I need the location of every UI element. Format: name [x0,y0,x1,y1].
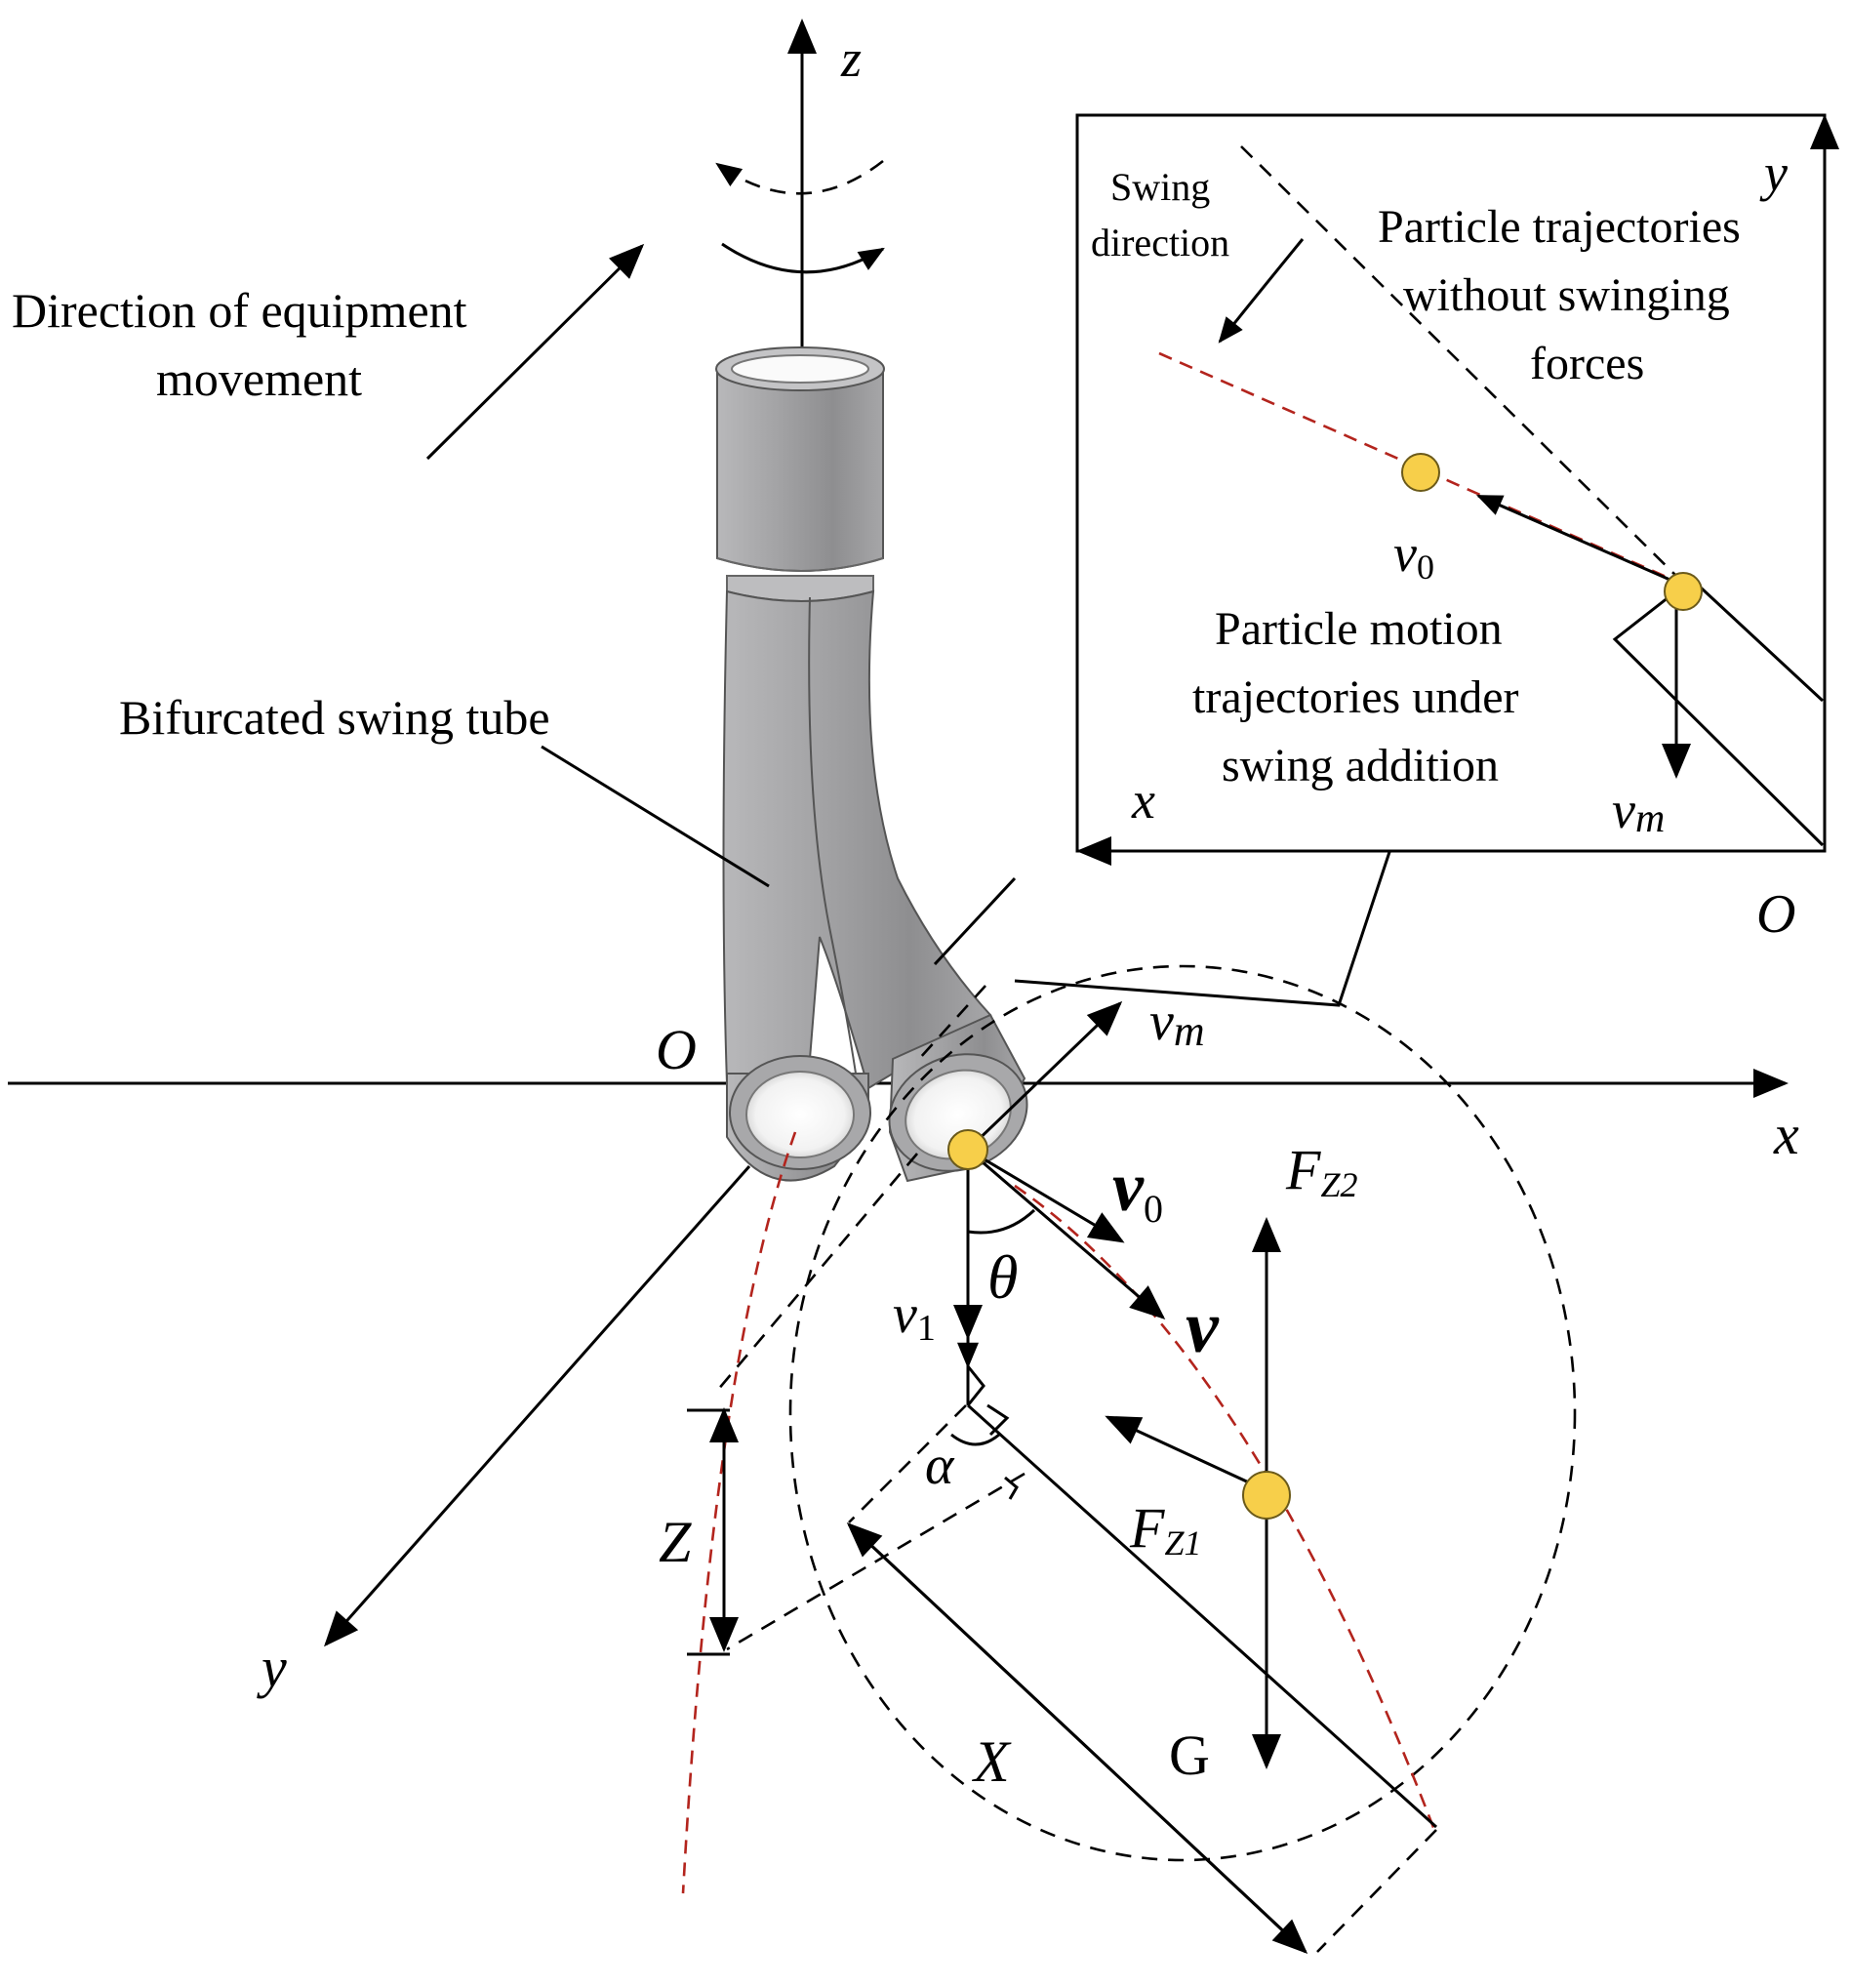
inset-panel [1075,113,1839,866]
vm-label: vm [1149,992,1205,1055]
theta-label: θ [987,1242,1018,1312]
bifurcated-swing-tube [715,346,1028,1183]
v-label: v [1186,1286,1220,1368]
particle-on-trajectory [1242,1471,1291,1520]
inset-y-label: y [1759,143,1788,202]
particle-at-outlet [947,1129,988,1170]
rotation-arrows [715,159,885,274]
motion-label-line1: Particle motion [1215,603,1503,655]
tube-leader-line [541,745,770,888]
left-trajectory [681,1131,797,1894]
movement-direction-arrow [425,243,645,461]
inset-particle-moving [1401,453,1440,492]
inset-v0-label: v0 [1393,524,1434,587]
geometry-lines [687,1152,1438,1955]
construction-lines [716,985,1437,1953]
swing-direction-line1: Swing [1110,165,1210,209]
force-arrows [1105,1217,1281,1769]
fz2-label: FZ2 [1285,1138,1357,1204]
z-axis-label: z [840,29,862,88]
motion-label-line3: swing addition [1222,740,1499,791]
right-trajectory [1014,1184,1436,1831]
movement-label-line1: Direction of equipment [12,283,467,338]
movement-label-line2: movement [156,351,362,406]
inset-particle-start [1664,572,1703,611]
fz1-label: FZ1 [1129,1496,1201,1562]
inset-origin-label: O [1756,884,1795,945]
no-swing-label-line3: forces [1530,338,1644,389]
inset-vm-label: vm [1612,781,1665,841]
alpha-label: α [925,1436,955,1496]
motion-label-line2: trajectories under [1192,671,1519,723]
no-swing-label-line2: without swinging [1403,269,1730,321]
tube-label: Bifurcated swing tube [119,690,550,745]
z-dimension-label: Z [659,1510,692,1574]
x-axis-label: x [1773,1103,1799,1166]
swing-envelope-circle [788,964,1577,1862]
x-dimension-label: X [972,1729,1012,1794]
v1-label: v1 [893,1284,936,1349]
no-swing-label-line1: Particle trajectories [1378,201,1741,253]
gravity-label: G [1169,1724,1210,1787]
tube-tick-line [933,876,1017,966]
y-axis-label: y [257,1636,287,1699]
y-axis [324,1165,751,1647]
swing-direction-line2: direction [1091,221,1229,264]
v0-label: v0 [1112,1148,1163,1231]
origin-label: O [656,1018,697,1081]
velocity-arrows [953,1000,1166,1340]
inset-leader-line [1014,848,1392,1007]
inset-x-label: x [1131,771,1155,830]
